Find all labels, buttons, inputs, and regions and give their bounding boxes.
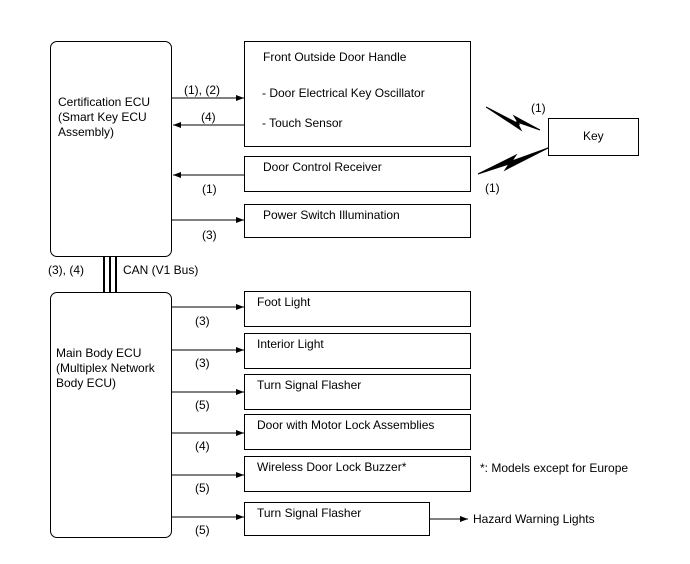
main-body-ecu-box [50,292,172,538]
certification-ecu-label-1: Certification ECU [58,95,151,109]
can-bus-signals: (3), (4) [48,263,84,277]
signal-turn-signal-flasher-2: (5) [195,523,210,537]
front-door-handle-box [244,41,471,147]
signal-handle-to-key: (1) [531,101,546,115]
interior-light-label: Interior Light [257,337,324,351]
door-key-oscillator-label: - Door Electrical Key Oscillator [262,86,425,100]
hazard-warning-lights-label: Hazard Warning Lights [473,512,595,526]
foot-light-box [244,291,471,327]
signal-door-motor-lock: (4) [195,439,210,453]
main-body-ecu-label-2: (Multiplex Network [56,361,155,375]
key-box [548,118,639,156]
footnote: *: Models except for Europe [480,461,629,475]
interior-light-box [244,333,471,369]
turn-signal-flasher-2-box [244,502,430,536]
signal-from-receiver: (1) [202,182,217,196]
turn-signal-flasher-2-label: Turn Signal Flasher [257,506,362,520]
power-switch-illumination-label: Power Switch Illumination [263,208,400,222]
signal-foot-light: (3) [195,314,210,328]
foot-light-label: Foot Light [257,295,311,309]
signal-interior-light: (3) [195,356,210,370]
door-motor-lock-label: Door with Motor Lock Assemblies [257,418,435,432]
turn-signal-flasher-label: Turn Signal Flasher [257,378,362,392]
door-control-receiver-label: Door Control Receiver [263,160,382,174]
touch-sensor-label: - Touch Sensor [262,116,343,130]
signal-turn-signal-flasher: (5) [195,398,210,412]
certification-ecu-box [50,41,172,257]
signal-key-to-receiver: (1) [485,181,500,195]
certification-ecu-label-3: Assembly) [58,125,115,139]
wireless-signal-to-key [485,106,541,132]
main-body-ecu-label-3: Body ECU) [56,376,117,390]
key-label: Key [583,129,604,143]
turn-signal-flasher-box [244,374,471,410]
door-control-receiver-box [244,156,471,192]
door-motor-lock-box [244,414,471,450]
front-door-handle-title: Front Outside Door Handle [263,50,407,64]
wireless-signal-from-key [477,147,549,175]
signal-to-handle: (1), (2) [184,83,220,97]
power-switch-illumination-box [244,204,471,238]
signal-wireless-buzzer: (5) [195,481,210,495]
certification-ecu-label-2: (Smart Key ECU [58,110,147,124]
signal-from-handle: (4) [201,110,216,124]
can-bus-lines [103,257,117,292]
can-bus-label: CAN (V1 Bus) [123,263,199,277]
signal-to-power-switch: (3) [202,228,217,242]
main-body-ecu-label-1: Main Body ECU [56,346,142,360]
wireless-buzzer-label: Wireless Door Lock Buzzer* [257,460,407,474]
wireless-buzzer-box [244,456,471,492]
